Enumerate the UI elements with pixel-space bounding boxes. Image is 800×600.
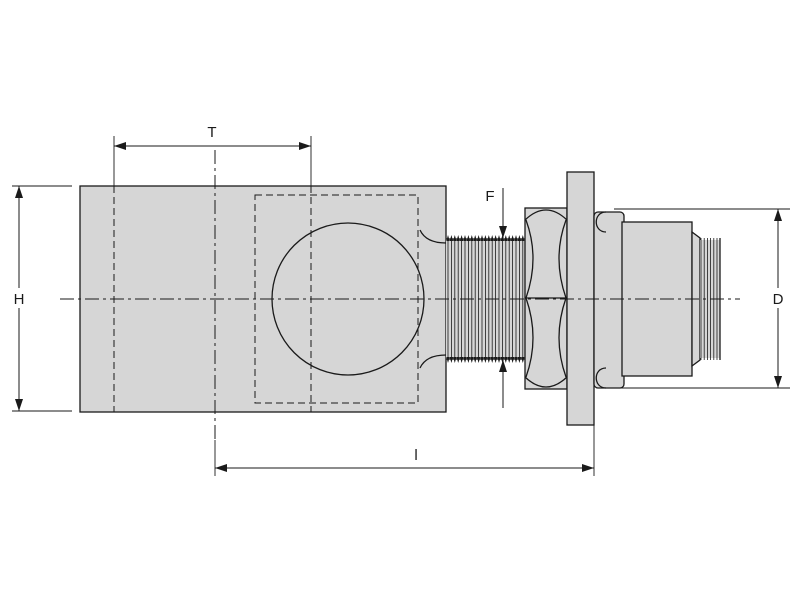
label-d: D — [773, 291, 784, 308]
label-f: F — [485, 188, 494, 205]
dimension-h: H — [11, 185, 72, 412]
label-t: T — [207, 124, 216, 141]
dimension-f: F — [485, 188, 507, 408]
dimension-l: l — [214, 425, 595, 476]
label-h: H — [14, 291, 25, 308]
dimension-t: T — [113, 124, 312, 186]
thread-runout-bottom — [419, 354, 447, 369]
dimension-d: D — [614, 208, 790, 389]
connector-body — [593, 211, 701, 389]
label-l: l — [414, 447, 417, 464]
thread-runout-top — [419, 229, 447, 244]
